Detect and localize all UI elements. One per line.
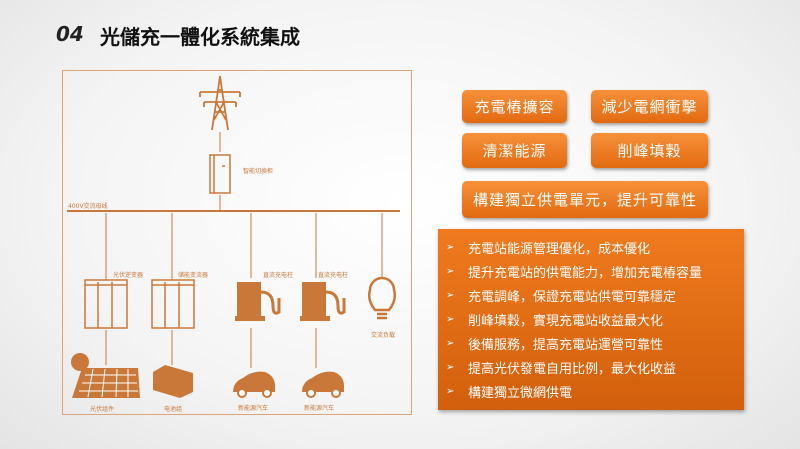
feature-grid-impact: 減少電網衝擊	[591, 90, 708, 123]
list-item-text: 後備服務，提高充電站運營可靠性	[468, 337, 664, 353]
feature-clean-energy: 清潔能源	[462, 133, 567, 168]
arrow-bullet-icon: ➢	[446, 289, 455, 301]
list-item: ➢ 削峰填穀，實現充電站收益最大化	[446, 307, 744, 331]
storage-converter-label: 储能变流器	[178, 272, 209, 279]
battery-icon	[153, 365, 193, 398]
solar-panel-icon	[71, 353, 140, 398]
list-item: ➢ 提高光伏發電自用比例，最大化收益	[446, 355, 744, 379]
list-item-text: 削峰填穀，實現充電站收益最大化	[468, 313, 664, 329]
switch-cabinet-label: 智能切換柜	[243, 168, 274, 175]
arrow-bullet-icon: ➢	[446, 337, 455, 349]
arrow-bullet-icon: ➢	[446, 361, 455, 373]
car-icon	[302, 371, 344, 398]
bulb-icon	[367, 276, 397, 320]
list-item-text: 充電調峰，保證充電站供電可靠穩定	[468, 289, 677, 305]
list-item: ➢ 充電站能源管理優化，成本優化	[446, 235, 744, 259]
list-item: ➢ 提升充電站的供電能力，增加充電樁容量	[446, 259, 744, 283]
page-title: 光儲充一體化系統集成	[100, 25, 300, 49]
list-item-text: 提高光伏發電自用比例，最大化收益	[468, 361, 677, 377]
charger-icon	[235, 282, 265, 321]
feature-independent-unit: 構建獨立供電單元，提升可靠性	[462, 181, 708, 218]
arrow-bullet-icon: ➢	[446, 241, 455, 253]
charger-icon	[300, 282, 330, 321]
arrow-bullet-icon: ➢	[446, 385, 455, 397]
drop-lines	[105, 213, 383, 368]
list-item: ➢ 充電調峰，保證充電站供電可靠穩定	[446, 283, 744, 307]
dc-charger-label: 直流充电柱	[318, 272, 349, 279]
list-item-text: 構建獨立微網供電	[468, 385, 573, 401]
ev-label: 新能源汽车	[238, 405, 269, 412]
list-item: ➢ 構建獨立微網供電	[446, 379, 744, 403]
system-diagram	[62, 70, 412, 415]
switch-cabinet-icon	[209, 154, 231, 194]
section-number: 04	[56, 22, 84, 46]
pv-inverter-label: 光伏逆变器	[113, 272, 144, 279]
list-item: ➢ 後備服務，提高充電站運營可靠性	[446, 331, 744, 355]
car-icon	[233, 371, 275, 398]
benefits-list: ➢ 充電站能源管理優化，成本優化 ➢ 提升充電站的供電能力，增加充電樁容量 ➢ 充電調…	[438, 229, 744, 410]
ac-load-label: 交流负载	[371, 332, 396, 339]
pv-module-label: 光伏组件	[90, 406, 115, 413]
dc-charger-label: 直流充电柱	[263, 272, 294, 279]
battery-label: 电池组	[164, 406, 183, 413]
storage-converter-icon	[151, 279, 195, 329]
feature-charger-expansion: 充電樁擴容	[462, 90, 567, 123]
power-tower-icon	[199, 75, 241, 131]
bus-label: 400V交流母线	[68, 203, 108, 210]
ev-label: 新能源汽车	[304, 405, 335, 412]
list-item-text: 充電站能源管理優化，成本優化	[468, 241, 651, 257]
list-item-text: 提升充電站的供電能力，增加充電樁容量	[468, 265, 703, 281]
arrow-bullet-icon: ➢	[446, 313, 455, 325]
pv-inverter-icon	[84, 279, 128, 329]
feature-peak-shaving: 削峰填穀	[591, 133, 708, 168]
arrow-bullet-icon: ➢	[446, 265, 455, 277]
